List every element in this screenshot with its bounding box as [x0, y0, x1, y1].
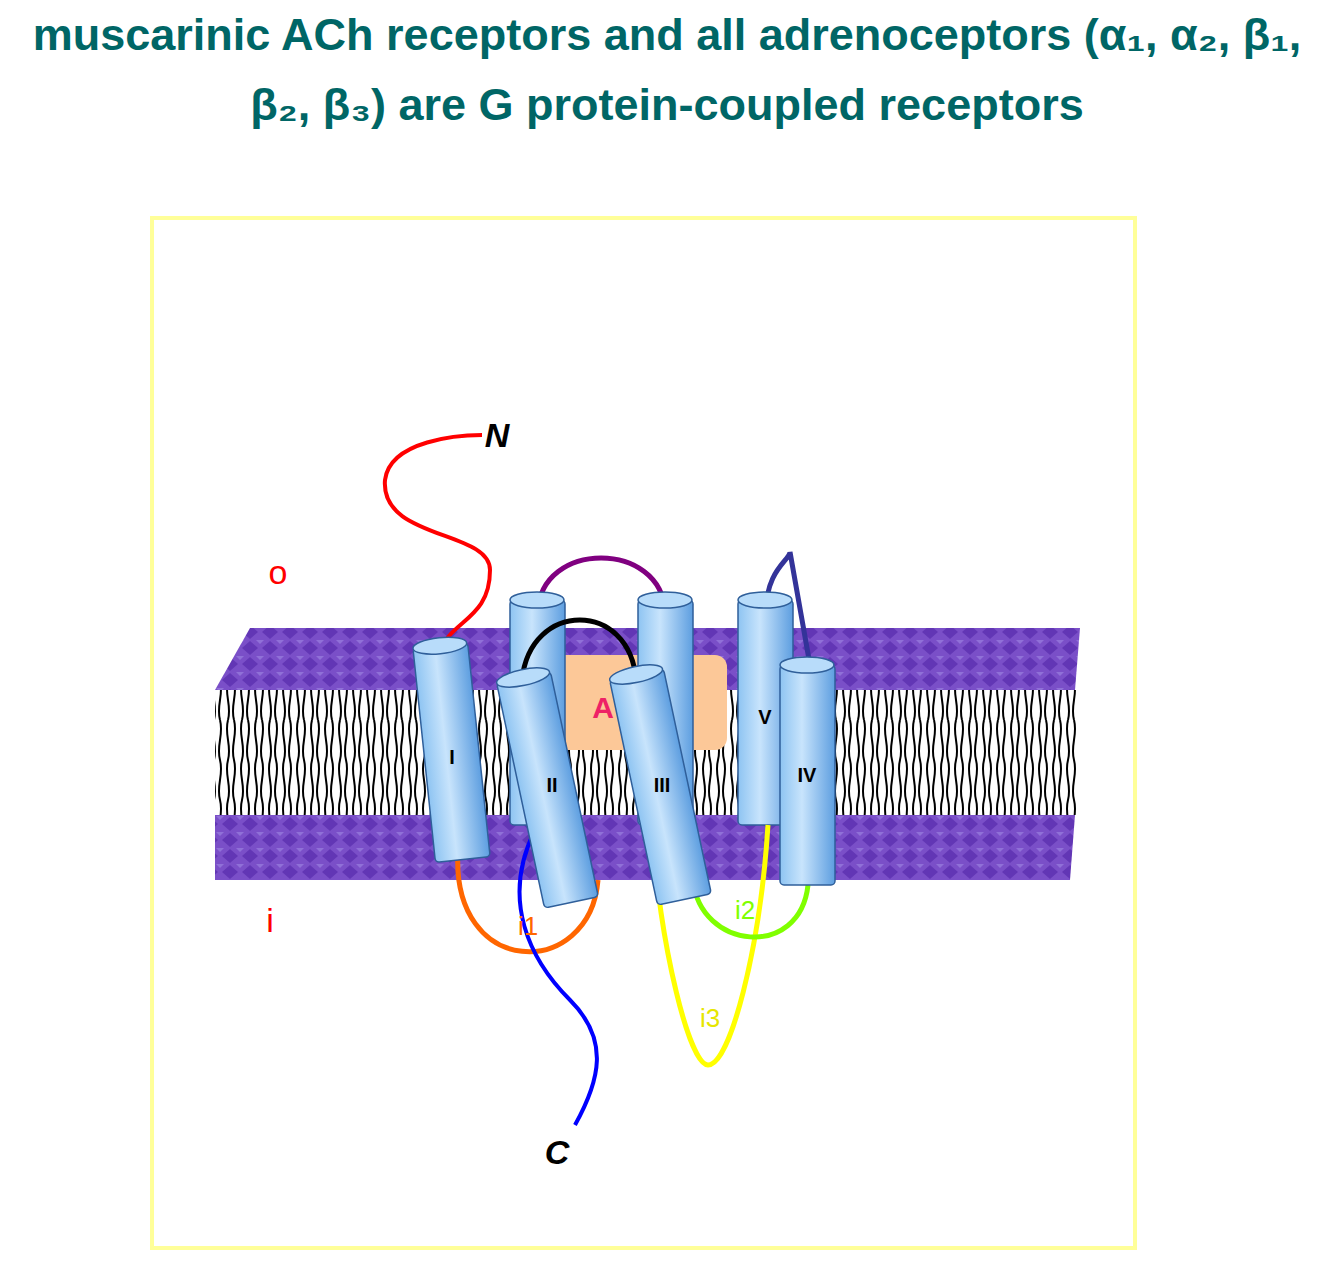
terminus-label: N — [485, 418, 510, 452]
helix-number: V — [758, 707, 771, 727]
loop-label: i2 — [735, 897, 755, 923]
helix-number: IV — [798, 765, 817, 785]
site-label: A — [592, 693, 614, 723]
loop-label: i1 — [518, 913, 538, 939]
helix-number: III — [654, 775, 671, 795]
helix — [412, 635, 835, 908]
n-terminus — [385, 435, 490, 652]
frame — [152, 218, 1135, 1248]
helix-number: I — [449, 747, 455, 767]
slide-title: muscarinic ACh receptors and all adrenoc… — [10, 0, 1324, 140]
terminus-label: C — [545, 1135, 570, 1169]
helix-number: II — [546, 775, 557, 795]
side-label: o — [269, 555, 288, 589]
loop-label: i3 — [700, 1005, 720, 1031]
side-label: i — [266, 903, 274, 937]
